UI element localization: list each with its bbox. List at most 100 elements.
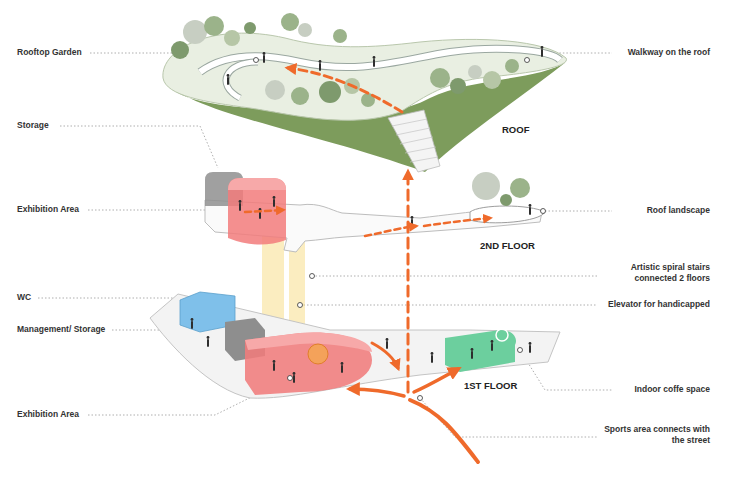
walkway-edge — [226, 62, 258, 98]
vertical-route — [407, 172, 410, 392]
label-holder: Sports area connects with the street — [600, 424, 712, 445]
route-arrow — [350, 389, 404, 396]
label-holder: ROOF — [500, 124, 531, 136]
label-holder: Exhibition Area — [15, 204, 81, 215]
tree — [333, 29, 347, 43]
leader-dot — [288, 376, 293, 381]
person — [529, 342, 532, 353]
route-arrow — [288, 68, 402, 112]
leader-line — [38, 298, 190, 299]
tree — [450, 78, 466, 94]
label-holder: 2ND FLOOR — [478, 240, 537, 252]
leader-line — [420, 398, 597, 437]
stair-step — [410, 157, 438, 162]
label-holder: Indoor coffe space — [632, 384, 712, 395]
person — [191, 318, 194, 329]
route-arrow — [372, 343, 398, 368]
circulation-arrows — [245, 68, 490, 462]
person — [319, 60, 322, 71]
first-floor — [150, 292, 560, 401]
person — [529, 204, 532, 215]
person — [341, 362, 344, 373]
second-floor — [205, 172, 546, 279]
person — [491, 340, 494, 351]
leader-dot — [418, 396, 423, 401]
label-holder: Rooftop Garden — [15, 47, 84, 58]
tree — [281, 13, 299, 31]
person — [259, 208, 262, 219]
person — [207, 336, 210, 347]
route-arrow — [245, 210, 283, 212]
leader-dot — [254, 58, 259, 63]
leader-dot — [525, 58, 530, 63]
person — [541, 46, 544, 57]
label-holder: WC — [15, 292, 33, 303]
tree — [468, 65, 482, 79]
stair-step — [396, 128, 430, 135]
tree — [472, 172, 500, 200]
roof-level — [163, 13, 567, 172]
roof-walkway — [200, 49, 560, 72]
callout-label: Management/ Storage — [15, 324, 107, 335]
leader-dot — [310, 274, 315, 279]
label-holder: Storage — [15, 120, 51, 131]
label-holder: Elevator for handicapped — [606, 299, 712, 310]
walkway-edge — [200, 49, 560, 72]
leader-line — [300, 305, 597, 306]
tree — [171, 41, 189, 59]
roof-walkway — [226, 62, 258, 98]
person — [227, 74, 230, 85]
tree — [510, 178, 530, 198]
roof-trees — [171, 13, 519, 107]
roof-surface — [163, 33, 567, 120]
exhibition-volume — [245, 332, 372, 395]
leader-dot — [541, 209, 546, 214]
tree — [500, 194, 512, 206]
callout-label: Storage — [15, 120, 51, 131]
person — [293, 372, 296, 383]
tree — [483, 71, 501, 89]
floor-label: 1ST FLOOR — [462, 380, 519, 392]
exhibition-volume — [228, 178, 286, 245]
leader-dot — [298, 303, 303, 308]
callout-label: Exhibition Area — [15, 204, 81, 215]
stair-steps — [392, 119, 438, 162]
person — [386, 338, 389, 349]
callout-label: Rooftop Garden — [15, 47, 84, 58]
spiral-stairs — [308, 344, 328, 364]
tree — [224, 30, 240, 46]
callout-label: Roof landscape — [645, 205, 712, 216]
tree — [183, 20, 207, 44]
tree — [505, 59, 519, 73]
callout-label: Walkway on the roof — [626, 47, 712, 58]
callout-label: Exhibition Area — [15, 409, 81, 420]
leader-line — [60, 126, 218, 168]
tree — [204, 16, 224, 36]
label-holder: 1ST FLOOR — [462, 380, 519, 392]
roof-landscape-platform — [470, 206, 545, 223]
stair-step — [400, 137, 433, 144]
tree — [430, 68, 450, 88]
route-arrow — [424, 218, 490, 226]
leader-dot — [518, 348, 523, 353]
label-holder: Management/ Storage — [15, 324, 107, 335]
cafe-volume — [445, 330, 516, 372]
label-holder: Exhibition Area — [15, 409, 81, 420]
exhibition-top — [245, 332, 372, 352]
person — [263, 52, 266, 63]
tree — [291, 87, 309, 105]
stair-step — [405, 147, 436, 153]
floor-label: 2ND FLOOR — [478, 240, 537, 252]
tree — [244, 22, 256, 34]
leader-line — [545, 211, 612, 212]
tree — [319, 81, 341, 103]
label-holder: Roof landscape — [645, 205, 712, 216]
cafe-skylight — [496, 329, 508, 341]
callout-label: Indoor coffe space — [632, 384, 712, 395]
callout-label: WC — [15, 292, 33, 303]
person — [373, 56, 376, 67]
tree — [265, 80, 285, 100]
label-holder: Artistic spiral stairs connected 2 floor… — [600, 262, 712, 283]
